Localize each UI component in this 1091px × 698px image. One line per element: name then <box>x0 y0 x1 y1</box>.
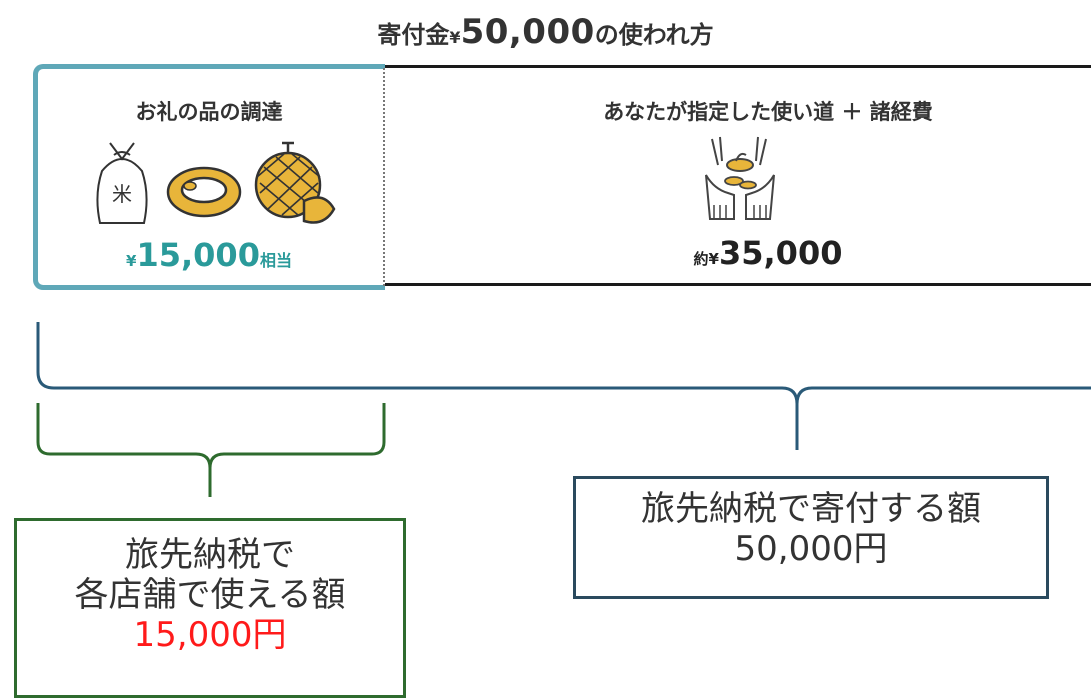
store-usable-amount: 15,000円 <box>133 615 287 656</box>
gift-amount: ¥15,000相当 <box>33 236 385 274</box>
store-usable-amount-box: 旅先納税で 各店舗で使える額 15,000円 <box>14 518 406 698</box>
hands-icon <box>705 136 775 220</box>
rice-mark: 米 <box>112 182 132 206</box>
melon-icon <box>254 141 336 224</box>
store-usable-line1: 旅先納税で <box>125 535 295 575</box>
donation-amount-box: 旅先納税で寄付する額 50,000円 <box>573 476 1049 599</box>
page-title: 寄付金¥50,000の使われ方 <box>0 12 1091 52</box>
total-bracket <box>36 322 1091 450</box>
rice-bag-icon: 米 <box>96 142 148 224</box>
gift-procurement-title: お礼の品の調達 <box>135 100 283 124</box>
donation-amount-line1: 旅先納税で寄付する額 <box>641 489 981 529</box>
gift-amount-suffix: 相当 <box>259 251 292 270</box>
title-yen: ¥ <box>449 28 461 47</box>
designated-amount-yen: ¥ <box>708 250 719 268</box>
store-bracket <box>36 403 386 497</box>
title-amount: 50,000 <box>460 12 595 52</box>
gift-amount-value: 15,000 <box>136 236 260 274</box>
title-prefix: 寄付金 <box>377 21 450 49</box>
gift-amount-yen: ¥ <box>126 252 137 270</box>
panel-divider <box>383 68 385 286</box>
designated-amount-value: 35,000 <box>718 234 843 272</box>
donation-amount-line2: 50,000円 <box>734 529 888 570</box>
gift-icons: 米 <box>96 141 336 224</box>
designated-amount-approx: 約 <box>693 250 709 268</box>
title-suffix: の使われ方 <box>594 21 714 49</box>
designated-amount: 約¥35,000 <box>385 234 1091 272</box>
store-usable-line2: 各店舗で使える額 <box>74 575 346 616</box>
designated-use-panel <box>378 65 1091 286</box>
meat-icon <box>166 166 242 218</box>
designated-use-title: あなたが指定した使い道 ＋ 諸経費 <box>603 100 933 124</box>
